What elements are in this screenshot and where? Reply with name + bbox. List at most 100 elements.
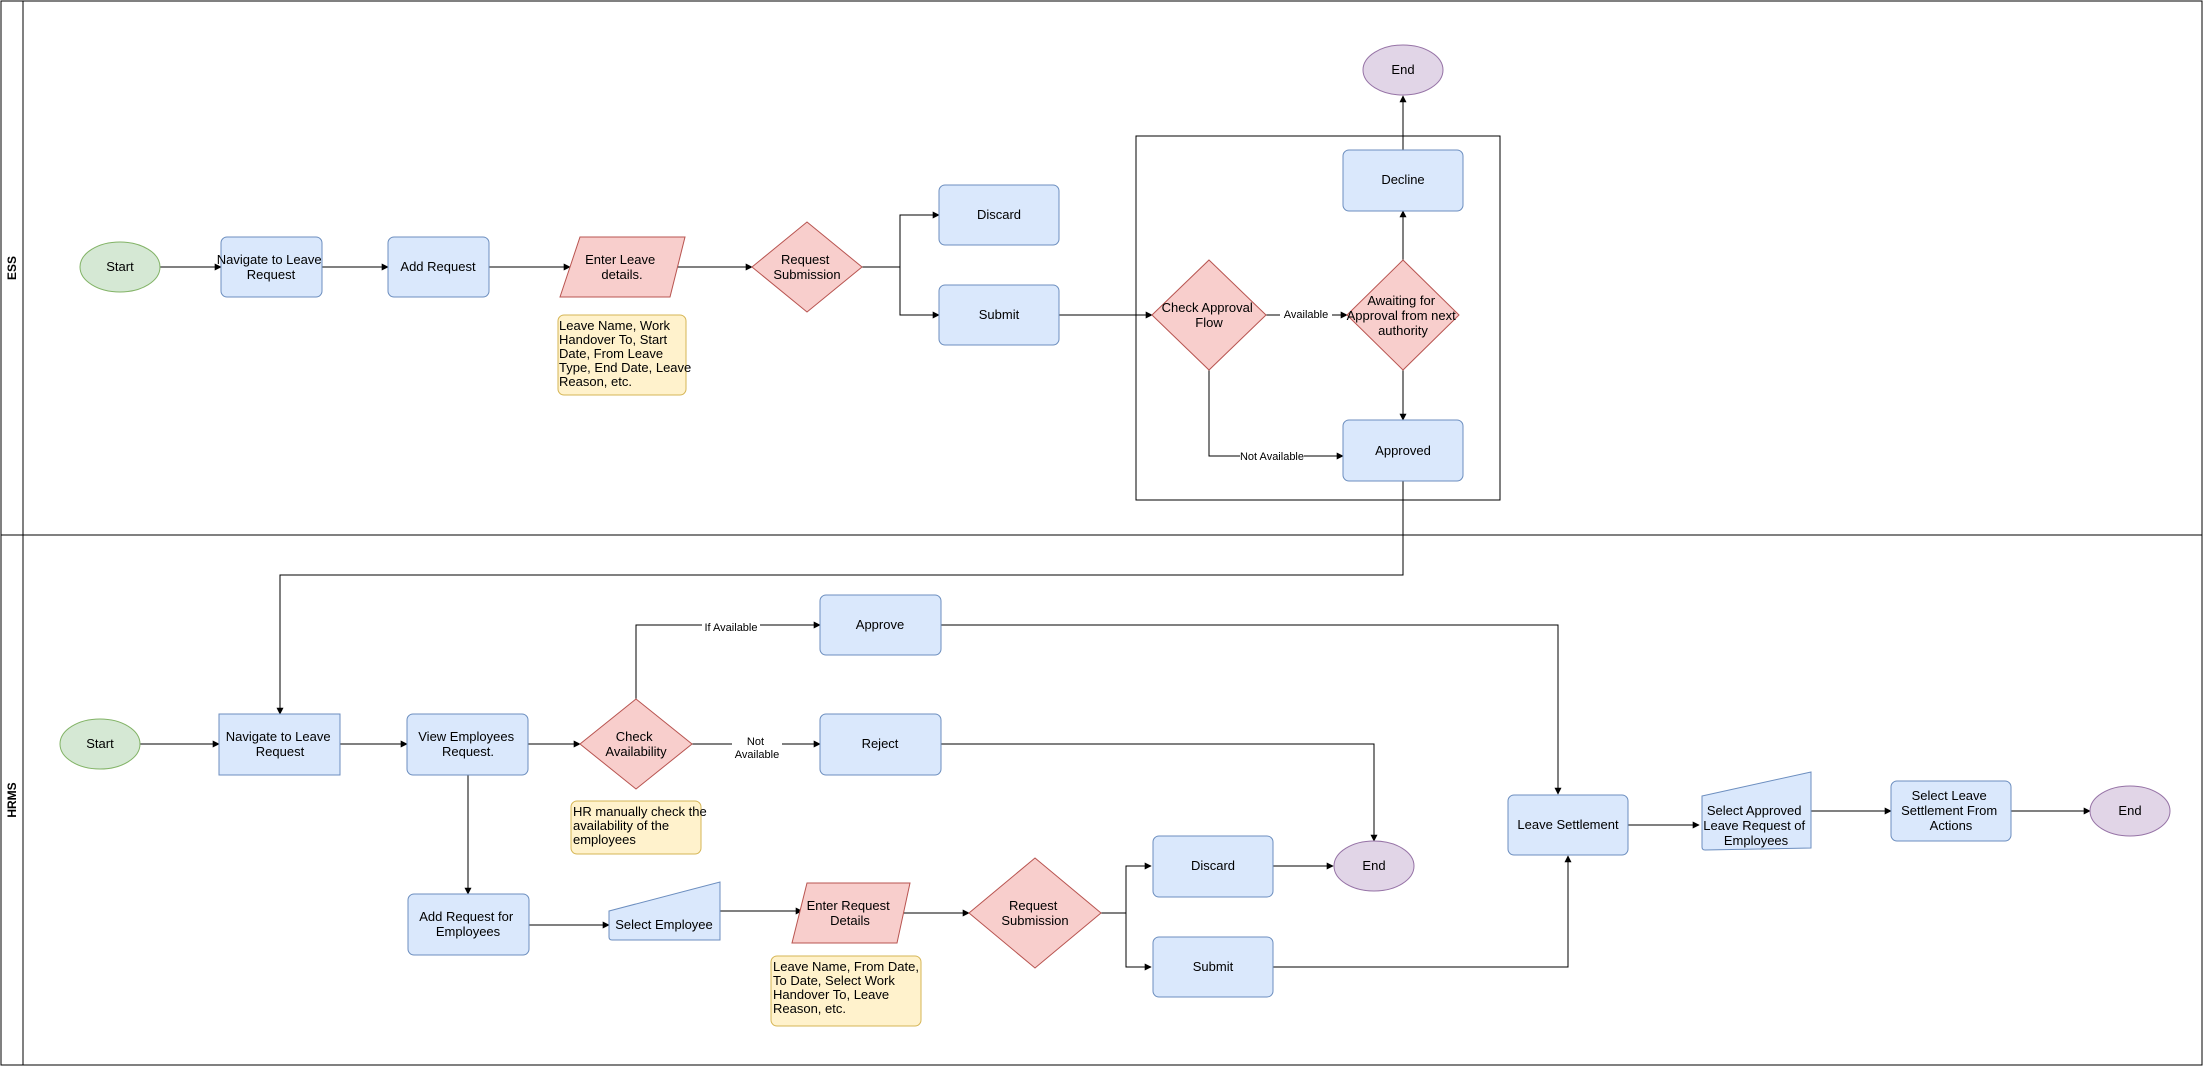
hrms-enter-details-line-1: Enter Request [807,898,890,913]
ess-awaiting-line-2: Approval from next [1347,308,1456,323]
hrms-start-node[interactable] [59,718,141,770]
hrms-reject-label: Reject [862,736,899,751]
hrms-navigate-node[interactable] [218,713,341,776]
edge-ess-submission-submit [899,267,940,319]
ess-note-line-4: Type, End Date, Leave [559,360,691,375]
hrms-discard-label: Discard [1191,858,1235,873]
ess-request-submission-node[interactable] [751,221,863,313]
lane-ess-label: ESS [5,256,19,280]
lane-hrms: HRMS [0,534,2203,1066]
ess-check-approval-node[interactable] [1151,259,1267,371]
ess-note-line-1: Leave Name, Work [559,318,671,333]
ess-decline-node[interactable] [1342,149,1464,212]
label-not-available-hrms-line-1: Not [747,736,764,748]
edge-hrms-approve-settlement [941,624,1562,795]
hrms-add-request-line-2: Employees [436,924,501,939]
hrms-select-approved-label: Select Approved Leave Request of Employe… [1703,803,1809,848]
hrms-enter-details-node[interactable] [791,882,911,944]
ess-request-submission-line-1: Request [781,252,830,267]
ess-enter-details-line-1: Enter Leave [585,252,655,267]
label-not-available-hrms: Not Available [735,736,779,761]
ess-navigate-line-2: Request [247,267,296,282]
hrms-note-details-line-1: Leave Name, From Date, [773,959,919,974]
hrms-enter-details-line-2: Details [830,913,870,928]
hrms-request-submission-line-1: Request [1009,898,1058,913]
hrms-note-details-line-3: Handover To, Leave [773,987,889,1002]
hrms-select-settlement-line-3: Actions [1930,818,1973,833]
hrms-check-availability-label: Check Availability [605,729,667,759]
hrms-select-settlement-label: Select Leave Settlement From Actions [1901,788,2001,833]
edge-labels: Available Not Available If Available Not… [702,307,1332,761]
hrms-end-mid-node[interactable] [1333,840,1415,892]
hrms-discard-node[interactable] [1152,835,1274,898]
hrms-approve-node[interactable] [819,594,942,656]
hrms-end-final-node[interactable] [2089,785,2171,837]
hrms-select-approved-line-1: Select Approved [1707,803,1802,818]
hrms-navigate-label: Navigate to Leave Request [226,729,334,759]
hrms-select-approved-node[interactable] [1701,771,1812,851]
ess-submit-label: Submit [979,307,1020,322]
hrms-start-label: Start [86,736,114,751]
ess-awaiting-node[interactable] [1346,259,1460,371]
ess-awaiting-label: Awaiting for Approval from next authorit… [1347,293,1460,338]
hrms-end-final-label: End [2118,803,2141,818]
hrms-add-request-label: Add Request for Employees [419,909,517,939]
ess-note-line-5: Reason, etc. [559,374,632,389]
hrms-navigate-line-1: Navigate to Leave [226,729,331,744]
hrms-view-requests-node[interactable] [406,713,529,776]
ess-fields-note-text: Leave Name, Work Handover To, Start Date… [559,318,695,389]
ess-end-node[interactable] [1362,44,1444,96]
hrms-approve-label: Approve [856,617,904,632]
hrms-add-request-line-1: Add Request for [419,909,514,924]
hrms-manual-check-note-text: HR manually check the availability of th… [573,804,710,847]
ess-approved-node[interactable] [1342,419,1464,482]
ess-add-request-node[interactable] [387,236,490,298]
hrms-note-details-line-2: To Date, Select Work [773,973,895,988]
label-available: Available [1284,309,1328,321]
hrms-request-submission-label: Request Submission [1001,898,1068,928]
lane-hrms-label: HRMS [5,782,19,817]
ess-enter-details-node[interactable] [559,236,686,298]
ess-discard-node[interactable] [938,184,1060,246]
ess-start-node[interactable] [79,241,161,293]
hrms-details-note-text: Leave Name, From Date, To Date, Select W… [773,959,923,1016]
ess-navigate-node[interactable] [220,236,323,298]
label-if-available: If Available [704,622,757,634]
ess-note-line-2: Handover To, Start [559,332,668,347]
ess-check-approval-label: Check Approval Flow [1162,300,1257,330]
hrms-view-requests-line-1: View Employees [418,729,514,744]
ess-awaiting-line-1: Awaiting for [1367,293,1435,308]
hrms-leave-settlement-label: Leave Settlement [1517,817,1619,832]
ess-fields-note [557,314,687,396]
hrms-submit-node[interactable] [1152,936,1274,998]
hrms-check-availability-line-2: Availability [605,744,667,759]
edge-hrms-check-approve [635,621,821,699]
ess-submit-node[interactable] [938,284,1060,346]
hrms-request-submission-node[interactable] [968,857,1102,969]
hrms-select-settlement-node[interactable] [1890,780,2012,842]
hrms-manual-check-note [570,800,702,855]
edge-ess-check-approved [1208,370,1344,460]
ess-start-label: Start [106,259,134,274]
hrms-end-mid-label: End [1362,858,1385,873]
hrms-check-availability-node[interactable] [579,698,693,790]
approval-container [1135,135,1501,501]
hrms-note-manual-line-3: employees [573,832,636,847]
edge-hrms-reject-end [941,743,1378,842]
hrms-leave-settlement-node[interactable] [1507,794,1629,856]
hrms-add-request-node[interactable] [407,893,530,956]
hrms-note-details-line-4: Reason, etc. [773,1001,846,1016]
ess-approved-label: Approved [1375,443,1431,458]
hrms-select-employee-node[interactable] [608,881,721,941]
hrms-reject-node[interactable] [819,713,942,776]
ess-check-approval-line-2: Flow [1195,315,1223,330]
ess-check-approval-line-1: Check Approval [1162,300,1253,315]
ess-enter-details-line-2: details. [601,267,642,282]
ess-enter-details-label: Enter Leave details. [585,252,659,282]
ess-discard-label: Discard [977,207,1021,222]
hrms-enter-details-label: Enter Request Details [807,898,894,928]
edge-ess-submission-discard [862,211,940,268]
hrms-check-availability-line-1: Check [616,729,653,744]
